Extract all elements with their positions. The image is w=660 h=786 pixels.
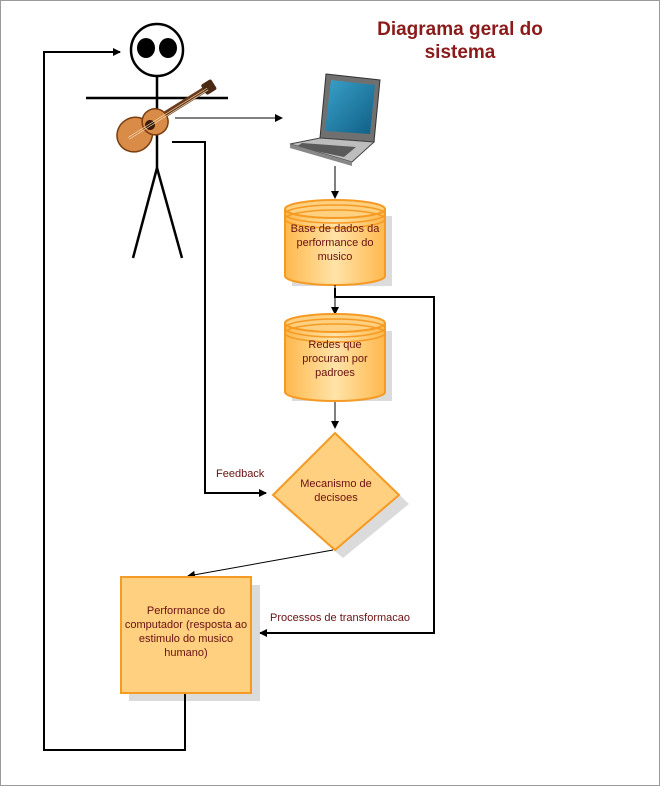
stick-figure-musician-icon (86, 22, 228, 259)
edge-feedback (172, 141, 267, 497)
decision-label: Mecanismo de decisoes (300, 478, 372, 504)
networks-label: Redes que procuram por padroes (302, 339, 368, 379)
edge-loop-to-musician (43, 48, 186, 751)
decision-node (271, 431, 409, 558)
transformation-label: Processos de transformacao (270, 612, 411, 624)
edge-transformation (259, 288, 435, 637)
acoustic-guitar-icon (116, 79, 217, 153)
database-label: Base de dados da performance do musico (290, 223, 380, 263)
diagram-title: Diagrama geral do sistema (377, 19, 543, 63)
laptop-icon (289, 73, 381, 166)
networks-node (284, 313, 392, 402)
edge-decision-to-computer (187, 549, 334, 579)
computer-performance-label: Performance do computador (resposta ao e… (124, 605, 248, 659)
feedback-label: Feedback (216, 468, 265, 480)
database-node (284, 199, 392, 286)
computer-performance-node (120, 576, 260, 701)
